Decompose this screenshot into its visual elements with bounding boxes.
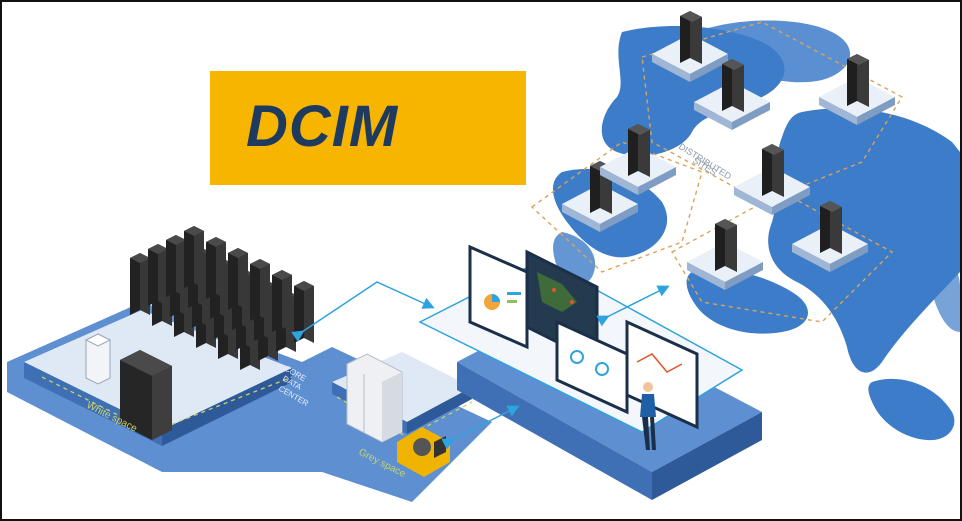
- dashboard-screen-gauges: [555, 319, 629, 415]
- distributed-site: [562, 161, 638, 232]
- server-rack: [715, 219, 737, 272]
- server-rack: [680, 11, 702, 64]
- cooling-unit: [120, 350, 172, 440]
- server-rack: [722, 59, 744, 112]
- distributed-site: [694, 59, 770, 130]
- server-rack: [820, 201, 842, 254]
- core-server-rack: [272, 270, 292, 332]
- connection-arrows: [291, 281, 670, 450]
- server-rack: [762, 144, 784, 197]
- core-server-rack: [166, 235, 186, 297]
- distributed-site: [687, 219, 763, 290]
- distributed-site: [792, 201, 868, 272]
- distributed-site: [734, 144, 810, 215]
- title-banner: DCIM: [210, 71, 526, 185]
- core-server-rack: [184, 226, 204, 288]
- distributed-site: [600, 124, 676, 195]
- distributed-site: [819, 54, 895, 125]
- core-server-rack: [206, 237, 226, 299]
- core-server-rack: [130, 253, 150, 315]
- core-server-rack: [294, 281, 314, 343]
- grey-space-cabinets: [346, 353, 403, 443]
- core-server-rack: [228, 248, 248, 310]
- distributed-site: [652, 11, 728, 82]
- page-title: DCIM: [246, 94, 399, 159]
- dashboard-screen-1: [468, 244, 529, 350]
- core-rack-grid: [130, 226, 314, 370]
- generator: [397, 427, 450, 477]
- server-rack: [628, 124, 650, 177]
- world-map: [552, 20, 960, 441]
- core-server-rack: [148, 244, 168, 306]
- core-server-rack: [250, 259, 270, 321]
- operator-figure: [640, 382, 656, 450]
- server-rack: [847, 54, 869, 107]
- distributed-sites: [562, 11, 895, 290]
- ups-cabinet: [84, 333, 112, 385]
